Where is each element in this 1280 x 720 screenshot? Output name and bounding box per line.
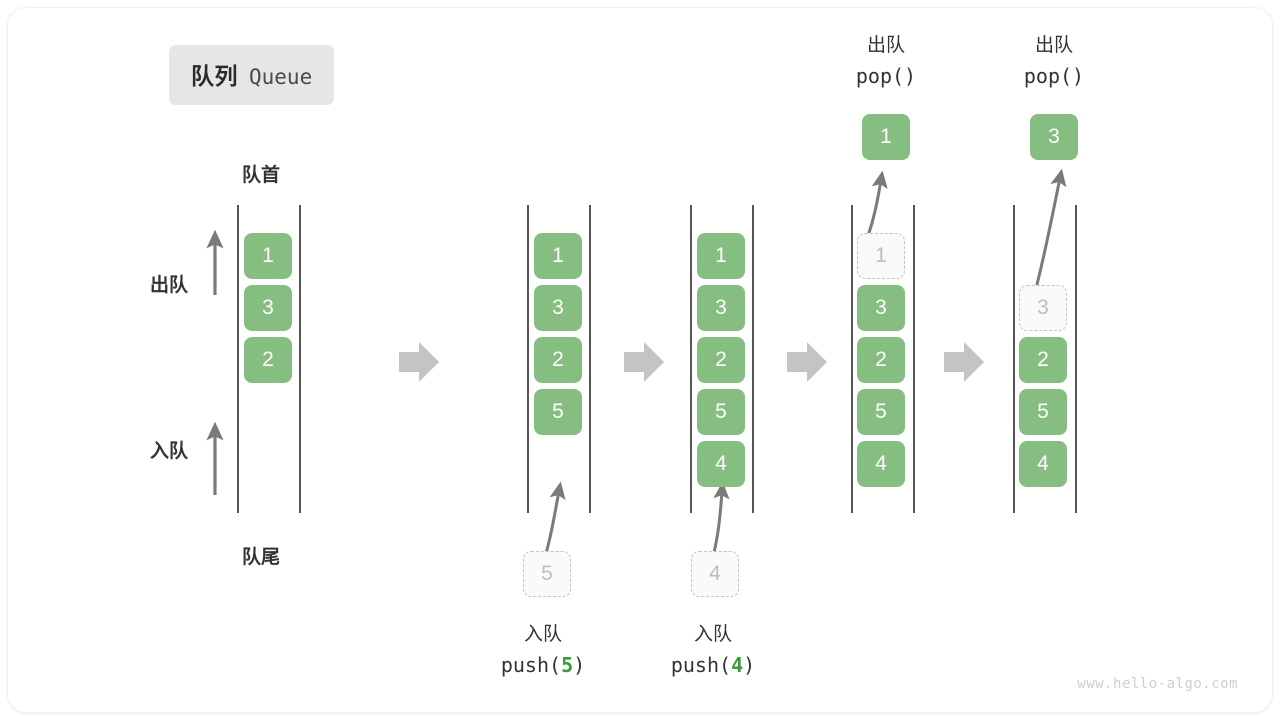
queue-box: 3 <box>244 285 292 331</box>
push-4-arrow <box>711 481 730 558</box>
queue-box: 2 <box>1019 337 1067 383</box>
push-4-caption-cn: 入队 <box>693 624 732 645</box>
queue-box-new: 5 <box>534 389 582 435</box>
push-5-caption: 入队 push(5) <box>448 621 638 680</box>
popped-ghost-box: 1 <box>857 233 905 279</box>
title-chinese: 队列 <box>191 63 238 89</box>
incoming-ghost-box: 5 <box>523 551 571 597</box>
queue-box: 4 <box>1019 441 1067 487</box>
push-5-caption-cn: 入队 <box>523 624 562 645</box>
push-5-close: ) <box>573 652 586 677</box>
step-arrow-3 <box>787 342 827 382</box>
watermark: www.hello-algo.com <box>1077 676 1238 692</box>
queue-rail-right-3 <box>752 205 754 513</box>
queue-box: 1 <box>534 233 582 279</box>
push-5-caption-code: push(5) <box>448 650 638 680</box>
queue-rail-left-3 <box>690 205 692 513</box>
pop-3-caption: 出队 pop() <box>959 32 1149 91</box>
push-4-close: ) <box>743 652 756 677</box>
diagram-card: 队列 Queue 队首 队尾 出队 入队 1 3 2 1 3 2 5 5 入队 … <box>8 8 1272 712</box>
queue-box: 5 <box>857 389 905 435</box>
push-4-caption-code: push(4) <box>618 650 808 680</box>
pop-1-caption-cn: 出队 <box>866 35 905 56</box>
rear-label: 队尾 <box>242 547 281 568</box>
pop-3-caption-cn: 出队 <box>1034 35 1073 56</box>
pop-3-caption-code: pop() <box>1023 63 1085 88</box>
queue-box: 4 <box>857 441 905 487</box>
queue-box: 2 <box>534 337 582 383</box>
queue-rail-left-4 <box>851 205 853 513</box>
pop-1-caption-code: pop() <box>855 63 917 88</box>
title-english: Queue <box>249 65 313 89</box>
push-4-arg: 4 <box>731 652 744 677</box>
queue-rail-left-2 <box>527 205 529 513</box>
queue-rail-right-2 <box>589 205 591 513</box>
dequeue-label: 出队 <box>150 275 189 296</box>
diagram-stage: 队列 Queue 队首 队尾 出队 入队 1 3 2 1 3 2 5 5 入队 … <box>8 8 1272 712</box>
enqueue-label: 入队 <box>150 441 189 462</box>
queue-rail-right-1 <box>299 205 301 513</box>
pop-1-caption: 出队 pop() <box>791 32 981 91</box>
queue-rail-right-4 <box>913 205 915 513</box>
queue-box: 5 <box>1019 389 1067 435</box>
queue-box: 3 <box>534 285 582 331</box>
front-label: 队首 <box>242 165 281 186</box>
popped-value-box: 3 <box>1030 114 1078 160</box>
queue-box: 1 <box>697 233 745 279</box>
push-5-fn: push( <box>500 652 562 677</box>
queue-rail-left-1 <box>237 205 239 513</box>
push-5-arg: 5 <box>561 652 574 677</box>
title-badge: 队列 Queue <box>169 45 335 105</box>
step-arrow-1 <box>399 342 439 382</box>
push-4-fn: push( <box>670 652 732 677</box>
queue-box: 2 <box>697 337 745 383</box>
queue-box: 3 <box>857 285 905 331</box>
queue-box: 1 <box>244 233 292 279</box>
pop-1-arrow <box>866 170 888 237</box>
push-5-arrow <box>543 481 566 558</box>
queue-rail-right-5 <box>1075 205 1077 513</box>
queue-box: 3 <box>697 285 745 331</box>
queue-box: 2 <box>244 337 292 383</box>
push-4-caption: 入队 push(4) <box>618 621 808 680</box>
incoming-ghost-box: 4 <box>691 551 739 597</box>
arrow-overlay <box>206 168 1067 558</box>
queue-box: 2 <box>857 337 905 383</box>
step-arrow-2 <box>624 342 664 382</box>
queue-box-new: 4 <box>697 441 745 487</box>
step-arrow-4 <box>944 342 984 382</box>
queue-box: 5 <box>697 389 745 435</box>
popped-value-box: 1 <box>862 114 910 160</box>
queue-rail-left-5 <box>1013 205 1015 513</box>
popped-ghost-box: 3 <box>1019 285 1067 331</box>
